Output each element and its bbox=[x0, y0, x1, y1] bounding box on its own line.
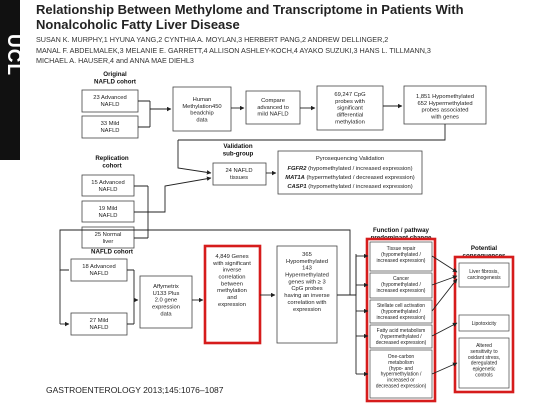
ucl-logo-strip: UCL bbox=[0, 0, 24, 160]
function-stellate-cell: Stellate cell activation(hypomethylated … bbox=[377, 303, 426, 321]
pyro-line-casp1: CASP1 (hypomethylated / increased expres… bbox=[287, 184, 412, 190]
function-cancer: Cancer(hypomethylated /increased express… bbox=[377, 276, 426, 294]
journal-citation: GASTROENTEROLOGY 2013;145:1076–1087 bbox=[46, 385, 224, 395]
consequence-fibrosis: Liver fibrosis,carcinogenesis bbox=[467, 269, 501, 281]
pyro-line-fgfr2: FGFR2 (hypomethylated / increased expres… bbox=[287, 166, 412, 172]
function-fatty-acid: Fatty acid metabolism(hypermethylated /d… bbox=[376, 328, 427, 346]
pyro-line-mat1a: MAT1A (hypermethylated / decreased expre… bbox=[285, 175, 415, 181]
function-tissue-repair: Tissue repair(hypomethylated /increased … bbox=[377, 246, 426, 264]
consequence-lipotoxicity: Lipotoxicity bbox=[472, 321, 497, 327]
pyrosequencing-title: Pyrosequencing Validation bbox=[316, 156, 384, 162]
author-list: SUSAN K. MURPHY,1 HYUNA YANG,2 CYNTHIA A… bbox=[36, 35, 431, 65]
paper-title: Relationship Between Methylome and Trans… bbox=[36, 2, 464, 32]
